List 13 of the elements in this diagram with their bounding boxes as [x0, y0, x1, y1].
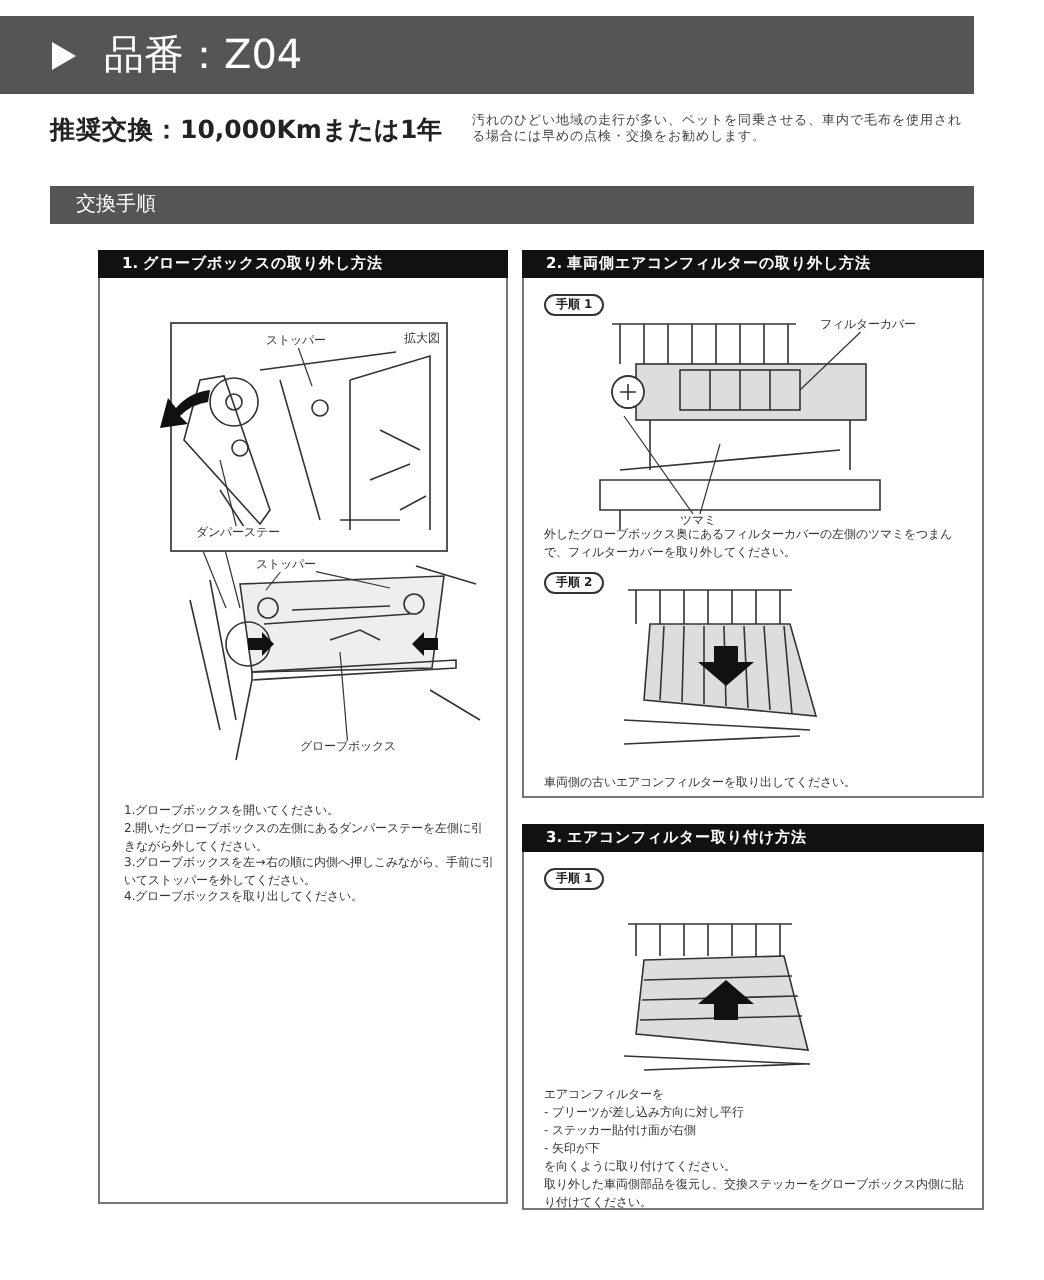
title-text: 品番：Z04 [104, 30, 303, 78]
leader-line [315, 571, 391, 589]
leader-line [265, 571, 281, 591]
section-bar: 交換手順 [50, 186, 974, 224]
leader-line [699, 443, 721, 515]
leader-line [219, 459, 237, 527]
leader-line [225, 551, 241, 609]
leader-line [202, 551, 227, 609]
leader-line [799, 331, 862, 391]
leader-line [339, 651, 348, 741]
leader-line [623, 415, 694, 515]
leader-line [297, 347, 313, 387]
interval-text: 推奨交換：10,000Kmまたは1年 [50, 114, 444, 146]
